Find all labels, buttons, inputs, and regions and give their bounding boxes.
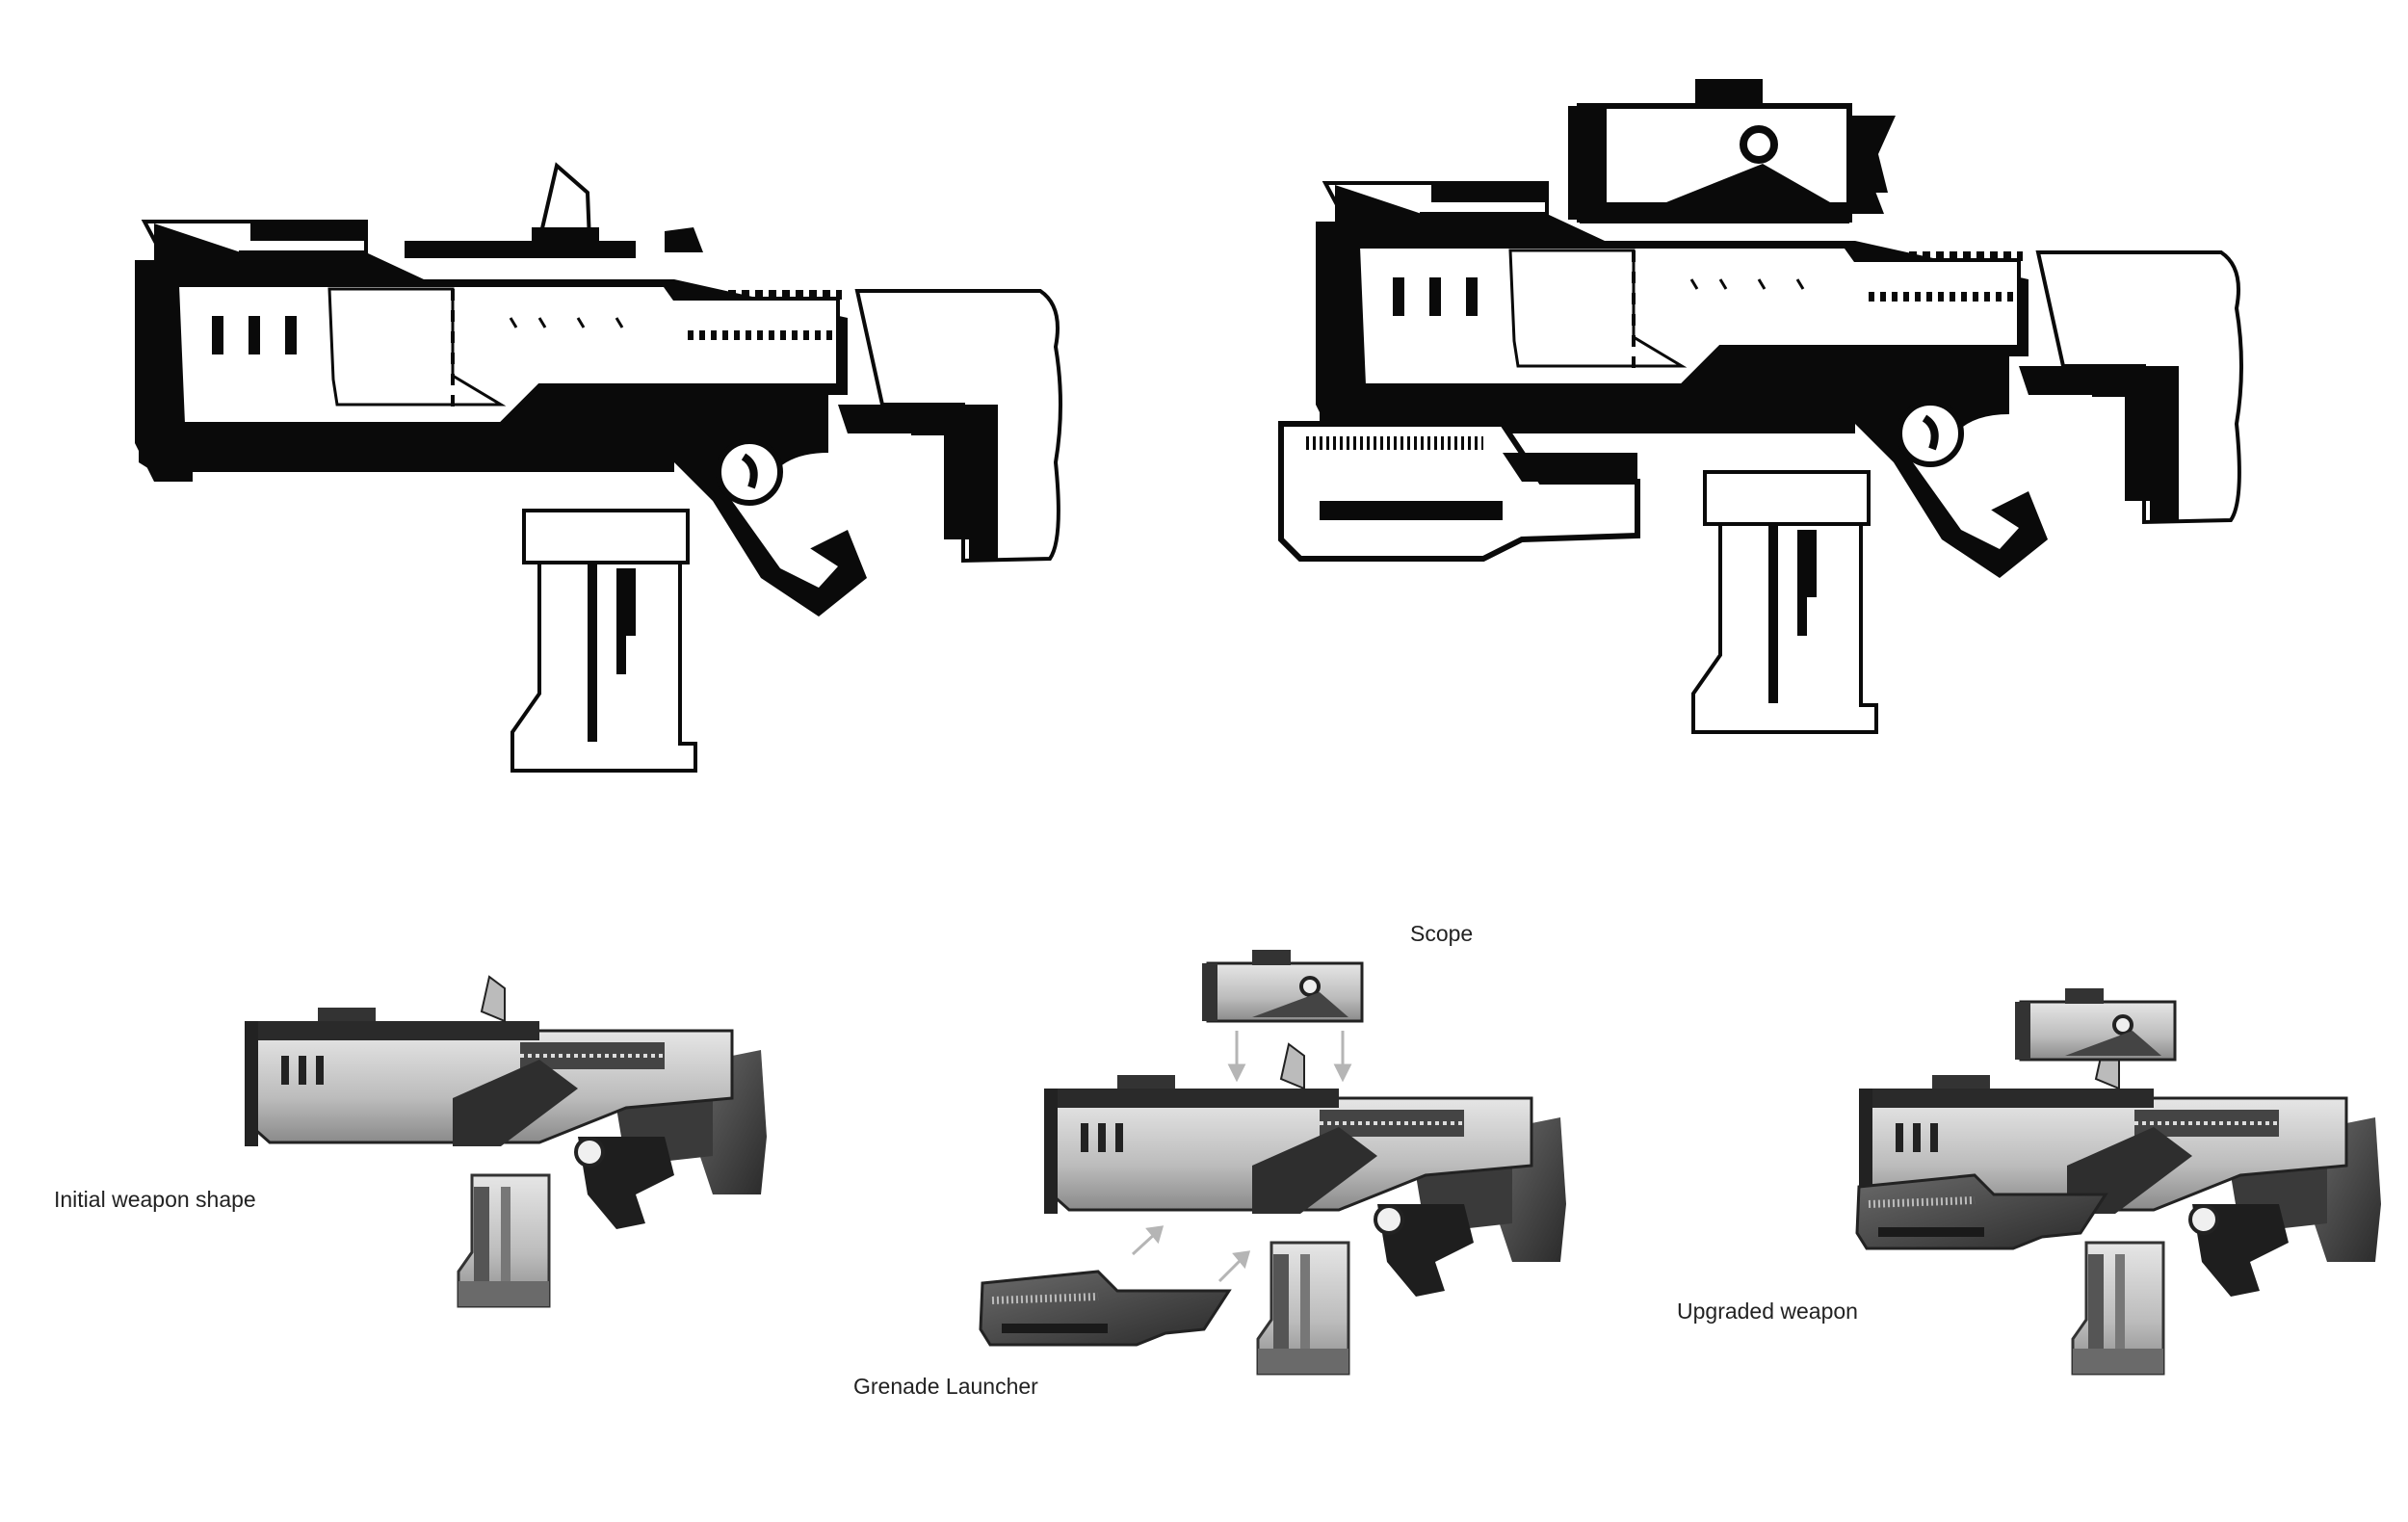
scope-label: Scope [1410,921,1474,946]
scope-part-render [1200,948,1364,1023]
grenade-launcher-part-render [981,1272,1229,1345]
scope-mounted-render [2013,986,2177,1062]
weapon-render-initial [243,975,769,1308]
grenade-launcher-label: Grenade Launcher [853,1374,1038,1399]
scope-silhouette [1568,79,1896,223]
initial-weapon-label: Initial weapon shape [54,1187,256,1212]
weapon-silhouette-base [135,166,1060,771]
upgraded-weapon-label: Upgraded weapon [1677,1299,1858,1324]
assembly-arrows [1131,1031,1352,1283]
grenade-launcher-silhouette [1281,424,1637,559]
